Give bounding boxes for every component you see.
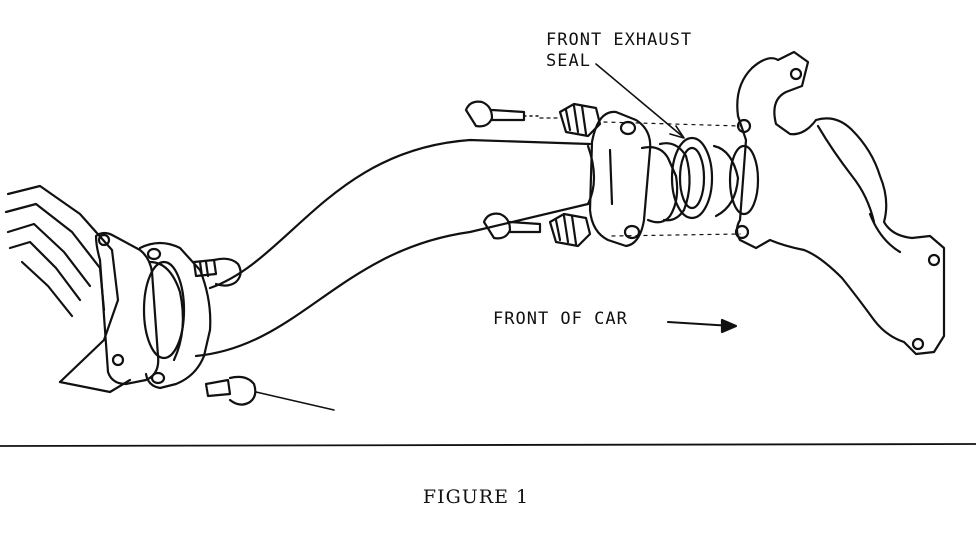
- front-of-car-arrow: [667, 318, 738, 334]
- lower-stud-bolt: [482, 212, 542, 240]
- front-exhaust-pipe: [194, 138, 592, 358]
- front-of-car-label: FRONT OF CAR: [493, 309, 628, 329]
- rear-flange: [94, 231, 212, 390]
- front-exhaust-seal: [640, 136, 760, 224]
- exhaust-manifold: [734, 50, 946, 356]
- alignment-lines: [539, 117, 741, 237]
- upper-nut: [558, 102, 602, 138]
- lower-nut: [548, 212, 592, 248]
- figure-caption: FIGURE 1: [422, 486, 530, 508]
- upper-stud-bolt: [464, 100, 541, 128]
- front-exhaust-seal-label: FRONT EXHAUST: [546, 30, 693, 50]
- front-flange: [586, 110, 652, 248]
- seal-label-line2: SEAL: [546, 51, 591, 71]
- seal-leader-line: [595, 63, 683, 137]
- seal-leader-arrowhead: [669, 125, 685, 139]
- horizontal-rule: [0, 443, 976, 447]
- rear-lower-bolt: [204, 375, 335, 411]
- rear-upper-bolt: [192, 257, 242, 287]
- catalytic-converter-end: [4, 184, 132, 394]
